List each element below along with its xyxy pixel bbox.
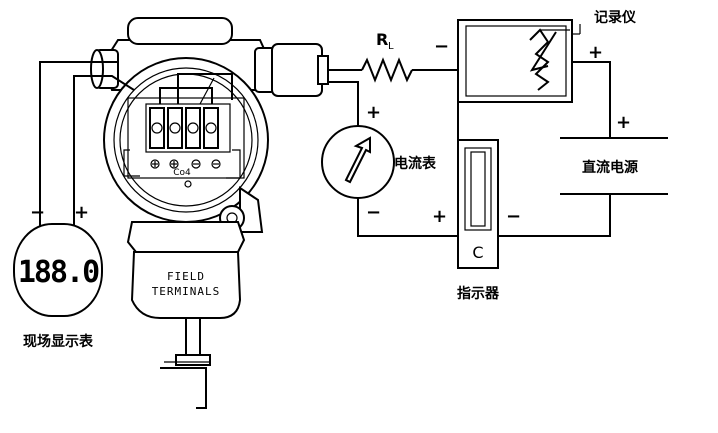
- resistor-label: R: [376, 30, 388, 49]
- dc-power-source: 直流电源 + −: [498, 112, 668, 237]
- ammeter-plus-sign: +: [366, 102, 381, 123]
- load-resistor: R L: [328, 30, 458, 83]
- display-plus-sign: +: [74, 202, 89, 223]
- dc-power-label: 直流电源: [582, 159, 638, 176]
- field-display-label: 现场显示表: [23, 333, 94, 350]
- terminal-mark: Co4: [173, 168, 191, 178]
- indicator: C + 指示器: [432, 102, 500, 302]
- recorder-plus-sign: +: [588, 42, 603, 63]
- ammeter: + − 电流表: [321, 81, 458, 237]
- resistor-label-sub: L: [388, 41, 394, 52]
- display-reading: 188.0: [18, 255, 99, 290]
- indicator-dial-mark: C: [472, 243, 483, 262]
- ammeter-label: 电流表: [394, 155, 437, 172]
- display-minus-sign: −: [30, 202, 45, 223]
- ammeter-minus-sign: −: [366, 202, 381, 223]
- recorder-label: 记录仪: [594, 10, 637, 26]
- indicator-plus-sign: +: [432, 206, 447, 227]
- recorder: 记录仪 − +: [434, 10, 637, 138]
- dc-plus-sign: +: [616, 112, 631, 133]
- transmitter-housing: [90, 17, 329, 409]
- field-terminals-label: FIELD TERMINALS: [152, 270, 221, 298]
- field-display: 188.0 − + 现场显示表: [13, 61, 135, 350]
- terminal-label-line1: FIELD: [167, 270, 205, 283]
- terminal-label-line2: TERMINALS: [152, 285, 221, 298]
- dc-minus-sign: −: [506, 206, 521, 227]
- indicator-label: 指示器: [457, 285, 500, 302]
- recorder-minus-sign: −: [434, 36, 449, 57]
- terminal-block: Co4: [123, 73, 245, 188]
